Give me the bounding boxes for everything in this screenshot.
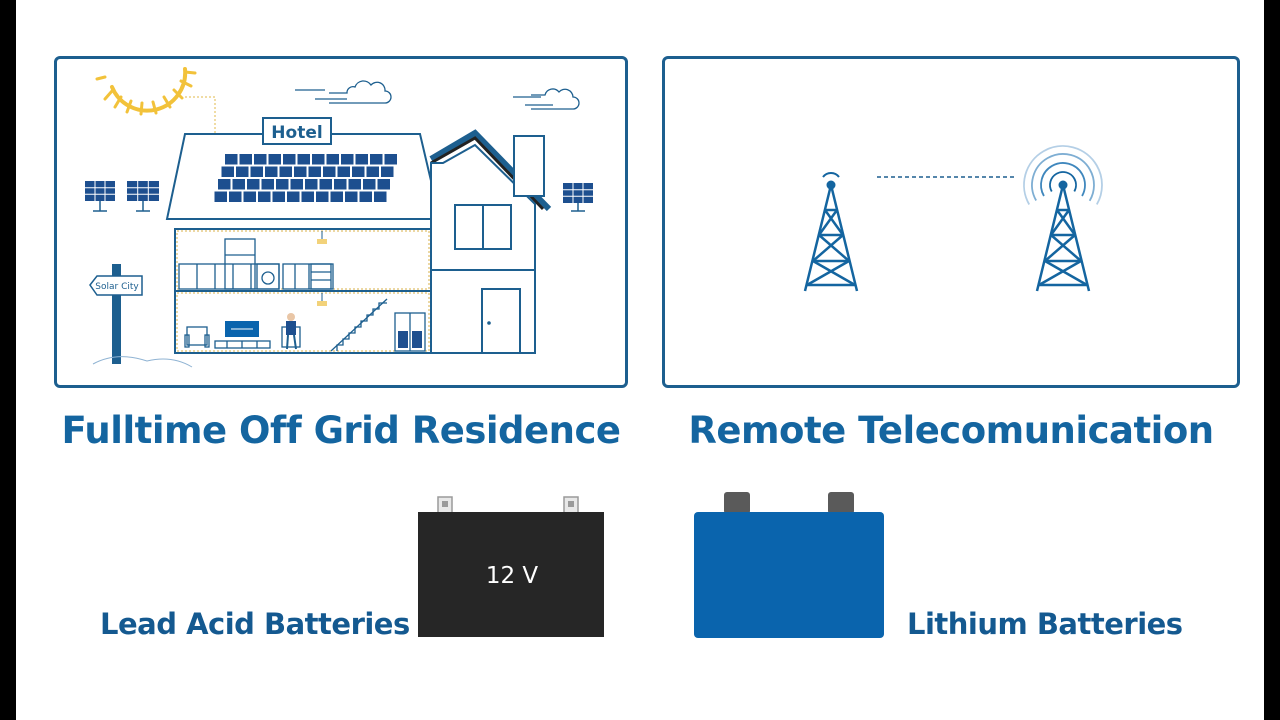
solar-cell [294,166,307,177]
residence-title: Fulltime Off Grid Residence [61,409,621,452]
person-icon [286,313,297,350]
solar-cell [258,191,271,202]
utility-cabinet [394,312,426,352]
solar-cell [243,191,256,202]
solar-cell [236,166,249,177]
solar-cell [316,191,329,202]
solar-cell [308,166,321,177]
hotel-sign-label: Hotel [271,123,322,143]
solar-cell [323,166,336,177]
telecom-title: Remote Telecomunication [688,409,1214,452]
signpost-label: Solar City [95,282,139,292]
house-illustration: Solar City Hotel [85,67,593,368]
solar-cell [279,166,292,177]
solar-cell [326,154,339,165]
solar-cell [370,154,383,165]
cloud-icon [295,80,392,104]
solar-cell [239,154,252,165]
solar-cell [366,166,379,177]
solar-cell [377,179,390,190]
telecom-illustration [803,145,1103,292]
solar-cell [254,154,267,165]
solar-cell [345,191,358,202]
kitchen [178,238,334,290]
lead-acid-battery-icon: 12 V [418,496,604,637]
signpost: Solar City [89,264,193,368]
solar-cell [287,191,300,202]
solar-cell [265,166,278,177]
solar-cell [283,154,296,165]
hotel-sign: Hotel [262,117,332,145]
solar-cell [218,179,231,190]
solar-cell [272,191,285,202]
solar-cell [261,179,274,190]
solar-cell [305,179,318,190]
solar-cell [221,166,234,177]
staircase [330,298,388,352]
solar-panel-icon [563,183,593,212]
radio-tower-icon [803,172,859,292]
solar-cell [214,191,227,202]
lead-acid-label: Lead Acid Batteries [100,607,410,641]
solar-cell [301,191,314,202]
solar-cell [330,191,343,202]
slide: Solar City Hotel [16,0,1264,720]
solar-cell [319,179,332,190]
solar-cell [232,179,245,190]
solar-cell [334,179,347,190]
roof-solar-array [214,154,397,202]
solar-panel-icon [85,181,115,212]
battery-voltage-label: 12 V [486,563,539,589]
lithium-battery-icon [694,492,884,638]
solar-cell [341,154,354,165]
lithium-label: Lithium Batteries [907,607,1183,641]
solar-cell [374,191,387,202]
residence-illustration-panel: Solar City Hotel [54,56,628,388]
solar-cell [337,166,350,177]
cloud-icon [513,88,580,110]
solar-cell [352,166,365,177]
radio-tower-icon [1035,180,1091,292]
lamp-icon [317,231,327,244]
telecom-illustration-panel [662,56,1240,388]
solar-cell [381,166,394,177]
solar-cell [312,154,325,165]
solar-cell [355,154,368,165]
solar-cell [229,191,242,202]
solar-cell [348,179,361,190]
solar-cell [297,154,310,165]
lamp-icon [317,293,327,306]
solar-cell [290,179,303,190]
solar-panel-icon [127,181,159,212]
solar-cell [268,154,281,165]
solar-cell [225,154,238,165]
sun-icon [95,67,197,116]
solar-cell [247,179,260,190]
solar-cell [363,179,376,190]
living-room [184,326,301,349]
front-door [481,288,521,354]
solar-cell [250,166,263,177]
solar-cell [359,191,372,202]
solar-cell [276,179,289,190]
solar-cell [384,154,397,165]
